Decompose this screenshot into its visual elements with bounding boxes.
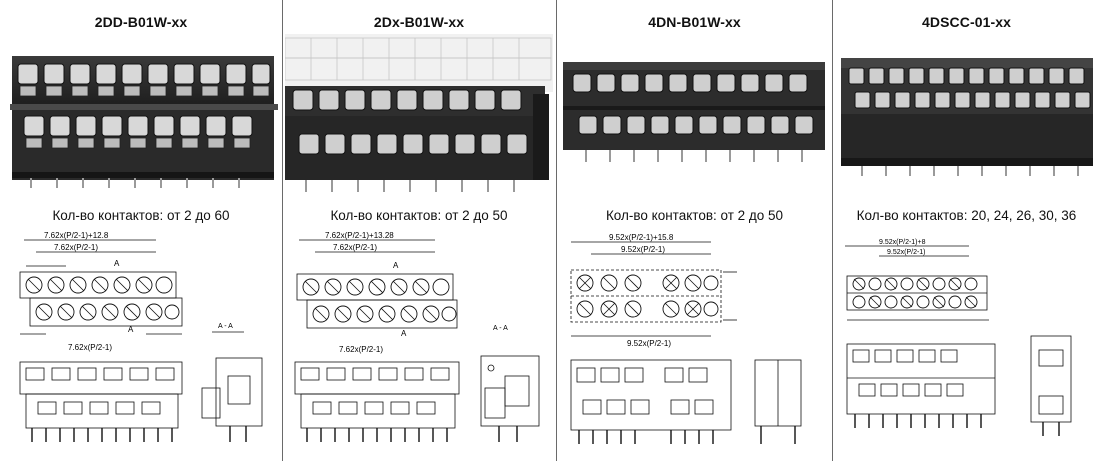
panel-divider	[832, 0, 833, 461]
technical-drawing: 9.52x(P/2-1)+8 9.52x(P/2-1)	[845, 239, 1072, 436]
section-mark: A	[128, 325, 134, 334]
product-title: 4DN-B01W-xx	[648, 14, 741, 30]
technical-drawing: 7.62x(P/2-1)+12.8 7.62x(P/2-1) A A 7.62x…	[19, 231, 263, 442]
contact-count: Кол-во контактов: 20, 24, 26, 30, 36	[856, 208, 1077, 223]
panel-divider	[556, 0, 557, 461]
dimension-label: 7.62x(P/2-1)	[68, 343, 112, 352]
product-panel-2dx: 2Dx-B01W-xx	[283, 0, 555, 461]
dimension-label: 9.52x(P/2-1)+15.8	[609, 233, 674, 242]
technical-drawing: 7.62x(P/2-1)+13.28 7.62x(P/2-1) A A 7.62…	[294, 231, 540, 442]
product-photo	[841, 58, 1093, 176]
dimension-label: 7.62x(P/2-1)	[339, 345, 383, 354]
product-photo	[285, 34, 553, 192]
contact-count: Кол-во контактов: от 2 до 50	[330, 208, 508, 223]
section-label: A - A	[493, 325, 508, 332]
section-mark: A	[401, 329, 407, 338]
dimension-label: 7.62x(P/2-1)+13.28	[325, 231, 394, 240]
dimension-label: 7.62x(P/2-1)+12.8	[44, 231, 109, 240]
product-photo	[563, 62, 825, 162]
contact-count: Кол-во контактов: от 2 до 60	[52, 208, 230, 223]
contact-count: Кол-во контактов: от 2 до 50	[605, 208, 784, 223]
section-mark: A	[393, 261, 399, 270]
section-mark: A	[114, 259, 120, 268]
section-label: A - A	[218, 323, 233, 330]
dimension-label: 9.52x(P/2-1)	[621, 245, 665, 254]
dimension-label: 7.62x(P/2-1)	[54, 243, 98, 252]
dimension-label: 9.52x(P/2-1)+8	[879, 239, 926, 246]
dimension-label: 9.52x(P/2-1)	[887, 249, 926, 256]
product-photo	[10, 56, 278, 188]
product-title: 4DSCC-01-xx	[921, 14, 1012, 30]
dimension-label: 9.52x(P/2-1)	[627, 339, 671, 348]
technical-drawing: 9.52x(P/2-1)+15.8 9.52x(P/2-1) 9.52x(P/2…	[570, 233, 802, 444]
panel-divider	[282, 0, 283, 461]
dimension-label: 7.62x(P/2-1)	[333, 243, 377, 252]
product-panel-4dn: 4DN-B01W-xx	[557, 0, 832, 461]
product-title: 2DD-B01W-xx	[94, 14, 188, 30]
product-title: 2Dx-B01W-xx	[373, 14, 465, 30]
product-panel-4dscc: 4DSCC-01-xx	[833, 0, 1100, 461]
product-panel-2dd: 2DD-B01W-xx	[0, 0, 282, 461]
